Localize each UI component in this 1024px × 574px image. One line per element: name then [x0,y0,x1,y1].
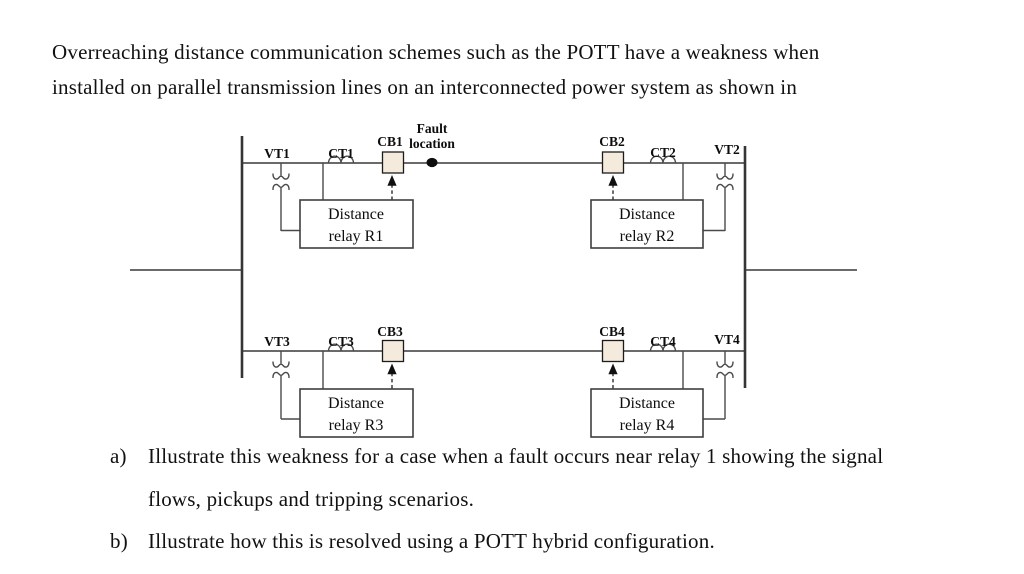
ct2-label: CT2 [650,145,676,160]
relay-r4-label-line2: relay R4 [620,417,675,434]
relay-r1-label-line1: Distance [328,206,384,223]
relay-group-r3: Distance relay R3 VT3 CT3 CB3 [264,324,414,438]
relay-r1-box [299,199,414,249]
relay-r2-label-line1: Distance [619,206,675,223]
cb1-breaker [381,151,405,174]
relay-group-r2: Distance relay R2 CB2 CT2 VT2 [590,134,740,249]
question-b-marker: b) [110,529,128,553]
cb3-breaker [381,339,405,363]
cb2-label: CB2 [599,134,625,149]
relay-r2-label-line2: relay R2 [620,228,675,245]
relay-r3-label-line1: Distance [328,395,384,412]
vt2-label: VT2 [714,142,740,157]
intro-line-2: installed on parallel transmission lines… [52,75,798,99]
r4-trip-arrow [607,362,619,390]
cb4-breaker [601,339,625,363]
cb4-label: CB4 [599,324,625,339]
relay-r1-label-line2: relay R1 [329,228,384,245]
ct4-label: CT4 [650,334,676,349]
fault-location-label-line1: Fault [417,121,448,136]
cb2-breaker [601,151,625,174]
relay-r4-box [590,388,704,438]
vt4-label: VT4 [714,332,740,347]
cb1-label: CB1 [377,134,403,149]
question-a-marker: a) [110,444,127,468]
relay-group-r1: Distance relay R1 VT1 CT1 CB1 Fault loca… [264,121,455,249]
cb3-label: CB3 [377,324,403,339]
question-a-line-2: flows, pickups and tripping scenarios. [148,487,475,511]
fault-location-dot [426,157,438,168]
intro-line-1: Overreaching distance communication sche… [52,40,820,64]
vt3-label: VT3 [264,334,290,349]
relay-r4-label-line1: Distance [619,395,675,412]
r1-trip-arrow [386,174,398,201]
ct3-label: CT3 [328,334,354,349]
ct1-label: CT1 [328,146,354,161]
vt4-symbol [716,350,734,420]
relay-r2-box [590,199,704,249]
vt1-label: VT1 [264,146,290,161]
vt1-symbol [272,162,290,232]
vt3-symbol [272,350,290,420]
question-a-line-1: Illustrate this weakness for a case when… [148,444,884,468]
question-b-text: Illustrate how this is resolved using a … [148,529,715,553]
relay-group-r4: Distance relay R4 CB4 CT4 VT4 [590,324,740,438]
relay-r3-box [299,388,414,438]
relay-r3-label-line2: relay R3 [329,417,384,434]
fault-location-label-line2: location [409,136,455,151]
vt2-symbol [716,162,734,232]
r2-trip-arrow [607,174,619,201]
r3-trip-arrow [386,362,398,390]
